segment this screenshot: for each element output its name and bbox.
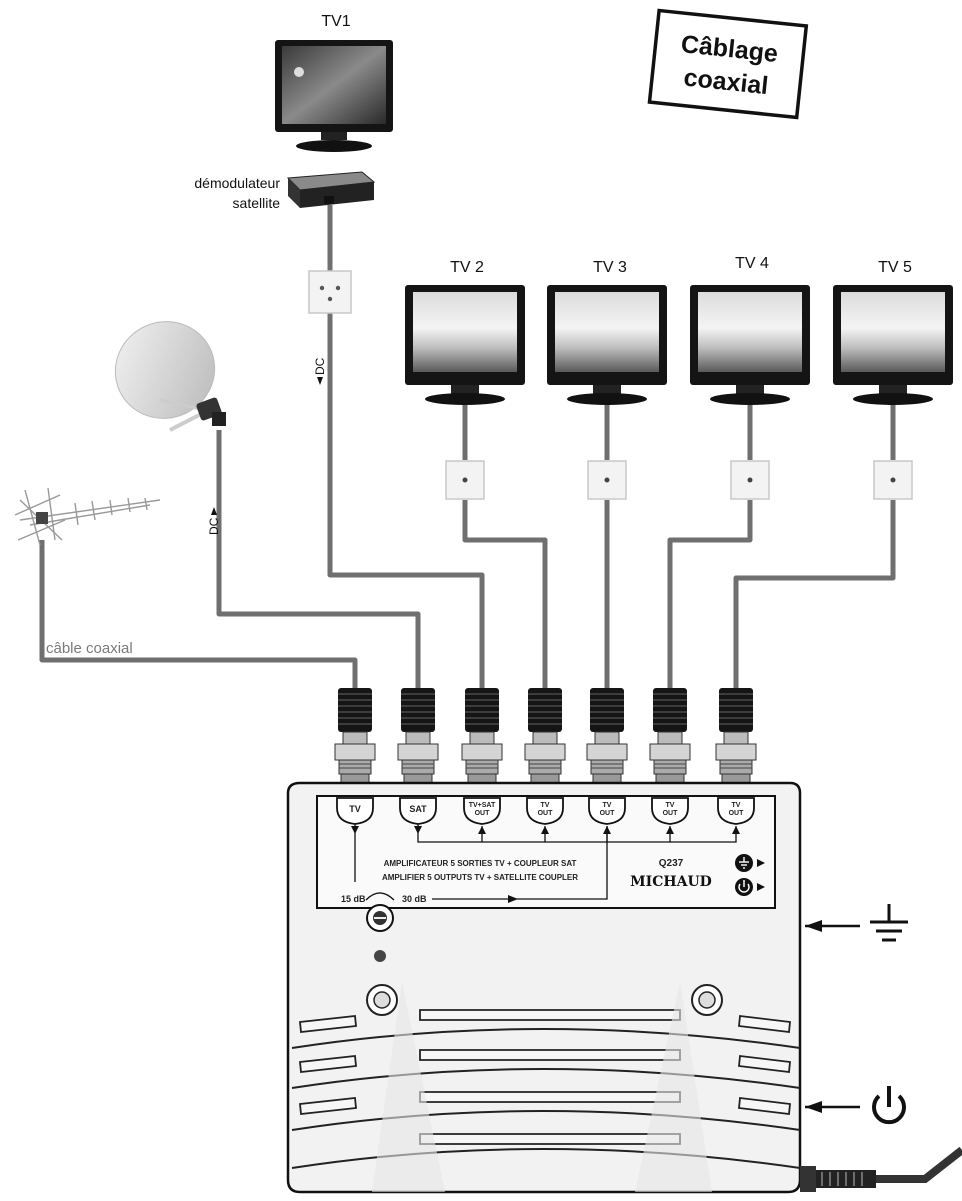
- signal-arrows: [351, 826, 740, 903]
- tv5-wall-socket: [873, 460, 913, 500]
- tv3-wall-socket: [587, 460, 627, 500]
- demodulator-label-line1: démodulateur: [194, 175, 280, 191]
- tv4-wall-socket: [730, 460, 770, 500]
- earth-ground-icon: [805, 904, 908, 942]
- connector-tv-in: [334, 687, 376, 785]
- svg-text:DC: DC: [207, 517, 221, 535]
- port-out4-label-bottom: OUT: [663, 810, 679, 817]
- port-out2-label-bottom: OUT: [538, 810, 554, 817]
- tv4-label: TV 4: [735, 255, 769, 272]
- amplifier-model: Q237: [659, 858, 684, 869]
- amplifier-text-en: AMPLIFIER 5 OUTPUTS TV + SATELLITE COUPL…: [382, 873, 578, 882]
- satellite-demodulator: [286, 171, 376, 208]
- port-out5-label-bottom: OUT: [729, 810, 745, 817]
- satellite-dish: [114, 321, 226, 432]
- tv2: [405, 285, 525, 405]
- gain-max-label: 30 dB: [402, 894, 427, 904]
- dc-marker-dish: DC: [207, 507, 221, 535]
- connector-out-5: [715, 687, 757, 785]
- demodulator-label-line2: satellite: [233, 195, 281, 211]
- cable-tv4b: [667, 500, 753, 690]
- tv2-wall-socket: [445, 460, 485, 500]
- title-box: Câblage coaxial: [647, 8, 809, 120]
- panel-earth-icon: [735, 854, 765, 872]
- panel-power-icon: [735, 878, 765, 896]
- cable-dish: [216, 430, 421, 690]
- amplifier-ports: [336, 797, 755, 825]
- cable-antenna: [39, 540, 358, 690]
- power-cable: [800, 1146, 962, 1192]
- tv4: [690, 285, 810, 405]
- amplifier-text-fr: AMPLIFICATEUR 5 SORTIES TV + COUPLEUR SA…: [384, 859, 577, 868]
- port-sat-label: SAT: [409, 804, 427, 814]
- port-out3-label-top: TV: [603, 802, 612, 809]
- connector-tvsat-out: [461, 687, 503, 785]
- connector-out-4: [649, 687, 691, 785]
- cable-tv2b: [462, 500, 548, 690]
- tv2-label: TV 2: [450, 259, 484, 276]
- port-out2-label-top: TV: [541, 802, 550, 809]
- tv5-label: TV 5: [878, 259, 912, 276]
- amplifier-box: [286, 781, 802, 1194]
- coaxial-cables: [39, 205, 896, 690]
- tv5: [833, 285, 953, 405]
- tv1-label: TV1: [321, 13, 350, 30]
- cable-label: câble coaxial: [46, 640, 133, 657]
- tv1-wall-socket: [308, 270, 352, 314]
- cable-tv1: [327, 205, 485, 690]
- amplifier-brand: MICHAUD: [630, 874, 712, 890]
- terrestrial-antenna: [14, 487, 161, 546]
- port-out5-label-top: TV: [732, 802, 741, 809]
- connectors: [334, 687, 757, 785]
- power-icon: [805, 1086, 906, 1125]
- port-out3-label-bottom: OUT: [600, 810, 616, 817]
- connector-out-2: [524, 687, 566, 785]
- gain-min-label: 15 dB: [341, 894, 366, 904]
- tv3-label: TV 3: [593, 259, 627, 276]
- tv3: [547, 285, 667, 405]
- port-out4-label-top: TV: [666, 802, 675, 809]
- port-tvsat-label-bottom: OUT: [475, 810, 491, 817]
- port-tvsat-label-top: TV+SAT: [469, 802, 496, 809]
- svg-text:DC: DC: [313, 357, 327, 375]
- dc-marker-tv1: DC: [313, 357, 327, 385]
- cable-tv5b: [733, 500, 896, 690]
- tv1: [275, 40, 393, 152]
- port-tv-label: TV: [349, 804, 361, 814]
- signal-paths: [354, 824, 737, 901]
- connector-sat-in: [397, 687, 439, 785]
- connector-out-3: [586, 687, 628, 785]
